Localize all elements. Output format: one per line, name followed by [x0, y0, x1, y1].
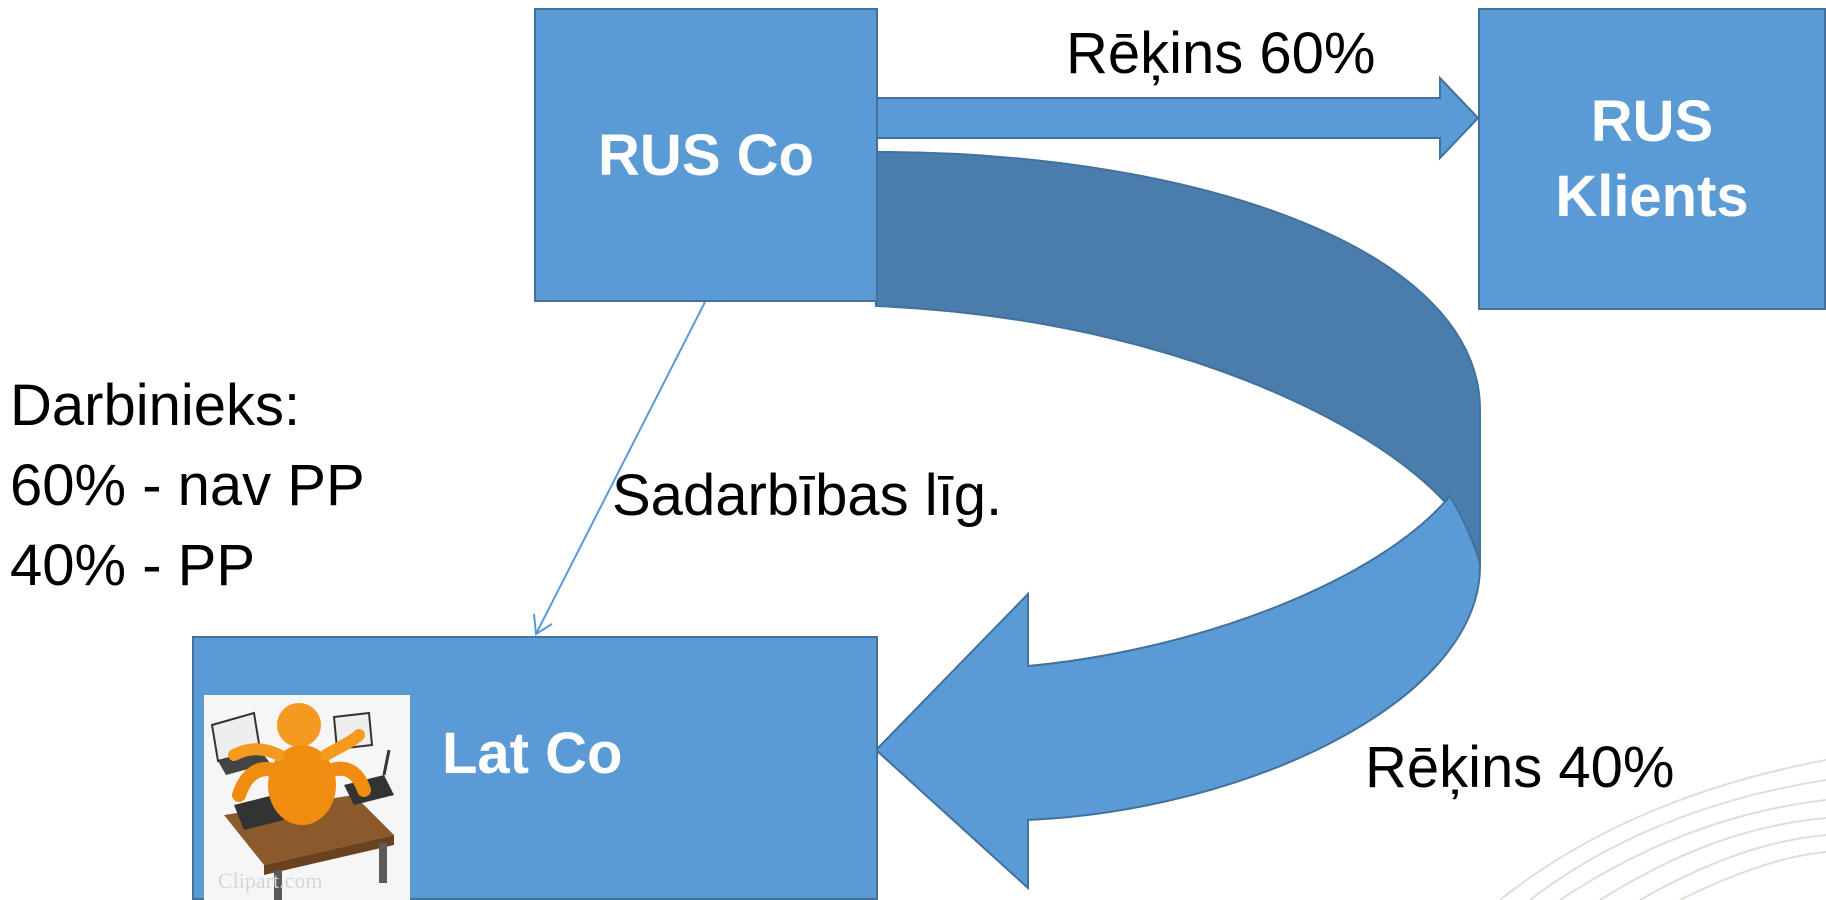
- rus-co-label: RUS Co: [598, 122, 814, 188]
- rus-co-box: RUS Co: [534, 8, 878, 302]
- employee-line-1: 60% - nav PP: [10, 453, 365, 518]
- cooperation-line: [535, 301, 706, 635]
- employee-line-2: 40% - PP: [10, 533, 255, 598]
- person-at-desk-icon: [204, 695, 410, 900]
- rus-client-box: RUS Klients: [1478, 8, 1826, 310]
- lat-co-label: Lat Co: [442, 720, 623, 786]
- invoice-60-arrow: [875, 75, 1480, 161]
- invoice-40-label: Rēķins 40%: [1365, 735, 1675, 800]
- employee-block: Darbinieks: 60% - nav PP 40% - PP: [10, 366, 365, 606]
- worker-picture: Clipart.com: [204, 695, 410, 900]
- rus-client-label-line1: RUS: [1590, 88, 1714, 154]
- cooperation-label: Sadarbības līg.: [612, 463, 1003, 528]
- watermark-label: Clipart.com: [218, 868, 323, 893]
- invoice-40-arrow: [874, 494, 1482, 891]
- employee-title: Darbinieks:: [10, 373, 301, 438]
- cooperation-arrowhead: [533, 613, 553, 636]
- invoice-60-label: Rēķins 60%: [1066, 21, 1376, 86]
- rus-client-label-line2: Klients: [1555, 164, 1749, 229]
